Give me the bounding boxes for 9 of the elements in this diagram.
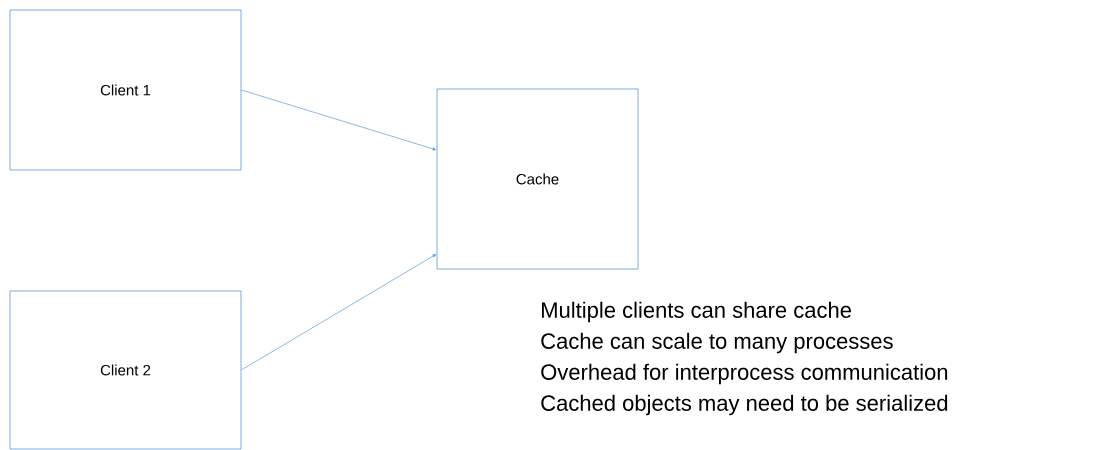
cache-box: Cache [436,88,639,270]
note-text: Cached objects may need to be serialized [541,394,948,416]
note-text: Cache can scale to many processes [541,332,893,354]
arrow [241,89,437,151]
client-box: Client 1 [9,9,242,171]
arrow [241,254,437,371]
client-box: Client 2 [9,290,242,450]
note-text: Multiple clients can share cache [542,301,851,323]
note-text: Overhead for interprocess communication [541,363,948,385]
